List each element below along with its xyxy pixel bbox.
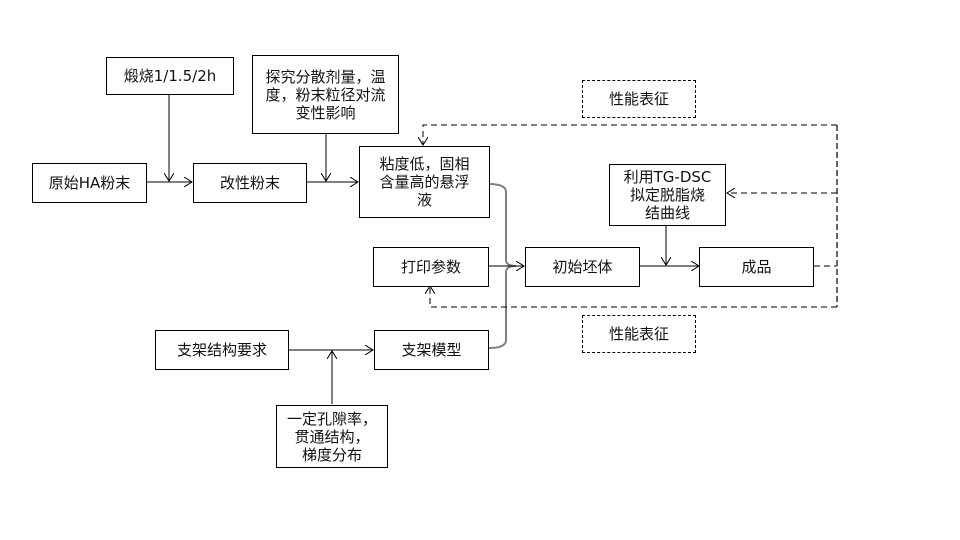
node-green-body: 初始坯体: [525, 247, 640, 287]
node-perf-top: 性能表征: [582, 80, 696, 118]
dash-to-suspension: [423, 124, 837, 145]
node-calcine: 煅烧1/1.5/2h: [106, 57, 234, 95]
node-tgdsc: 利用TG-DSC 拟定脱脂烧 结曲线: [609, 164, 726, 226]
node-print-params: 打印参数: [373, 247, 489, 287]
node-scaffold-model: 支架模型: [374, 330, 489, 370]
node-scaffold-req: 支架结构要求: [155, 330, 289, 370]
node-suspension: 粘度低，固相 含量高的悬浮 液: [359, 146, 490, 218]
node-porosity: 一定孔隙率， 贯通结构， 梯度分布: [276, 405, 388, 468]
node-perf-bottom: 性能表征: [582, 315, 696, 353]
dash-to-print: [430, 286, 837, 308]
node-product: 成品: [699, 247, 814, 287]
node-explore: 探究分散剂量，温 度，粉末粒径对流 变性影响: [252, 55, 399, 134]
node-modified-powder: 改性粉末: [193, 163, 307, 203]
node-raw-powder: 原始HA粉末: [32, 163, 147, 203]
